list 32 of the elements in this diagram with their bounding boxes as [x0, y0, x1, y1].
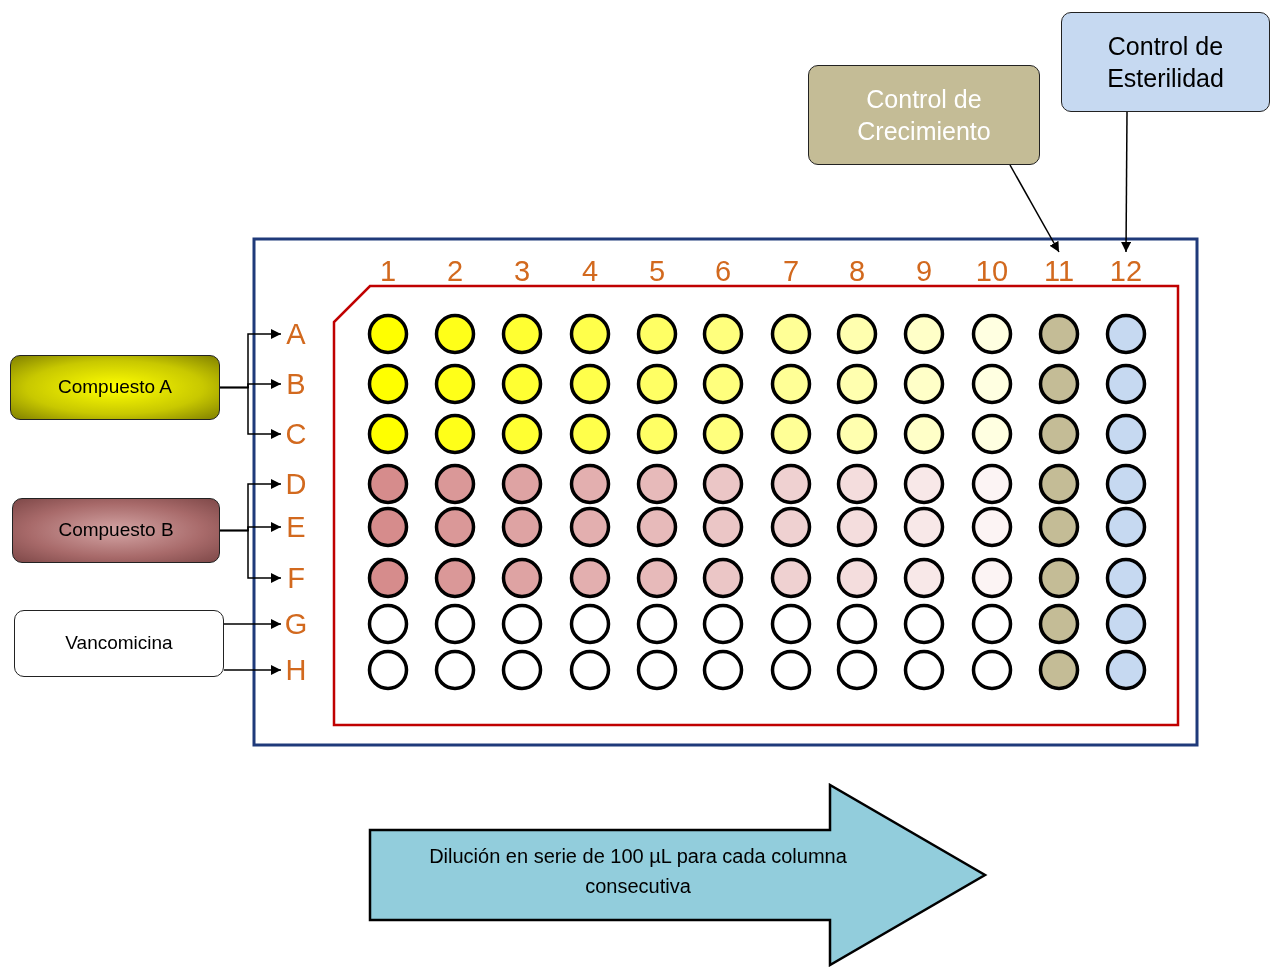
column-number: 5	[647, 255, 667, 287]
label-box: Control de Esterilidad	[1061, 12, 1270, 112]
arrow	[219, 386, 282, 439]
label-box: Vancomicina	[14, 610, 224, 677]
column-number: 2	[445, 255, 465, 287]
row-letter: H	[283, 654, 309, 686]
column-number: 1	[378, 255, 398, 287]
row-letter: A	[283, 318, 309, 350]
row-letter: B	[283, 368, 309, 400]
arrow	[1121, 111, 1132, 253]
arrow	[1009, 164, 1060, 253]
column-number: 8	[847, 255, 867, 287]
arrow	[219, 529, 282, 583]
column-number: 3	[512, 255, 532, 287]
column-number: 7	[781, 255, 801, 287]
column-number: 6	[713, 255, 733, 287]
column-number: 11	[1039, 255, 1079, 287]
column-number: 10	[974, 255, 1010, 287]
label-box: Control de Crecimiento	[808, 65, 1040, 165]
arrow-text: Dilución en serie de 100 µL para cada columna consecutiva	[428, 844, 848, 899]
row-letter: C	[283, 418, 309, 450]
row-letter: F	[283, 562, 309, 594]
row-letter: D	[283, 468, 309, 500]
column-number: 12	[1106, 255, 1146, 287]
row-letter: E	[283, 511, 309, 543]
row-letter: G	[283, 608, 309, 640]
column-number: 9	[914, 255, 934, 287]
arrow	[223, 665, 282, 675]
label-box: Compuesto B	[12, 498, 220, 563]
column-number: 4	[580, 255, 600, 287]
arrow	[223, 619, 282, 629]
label-box: Compuesto A	[10, 355, 220, 420]
